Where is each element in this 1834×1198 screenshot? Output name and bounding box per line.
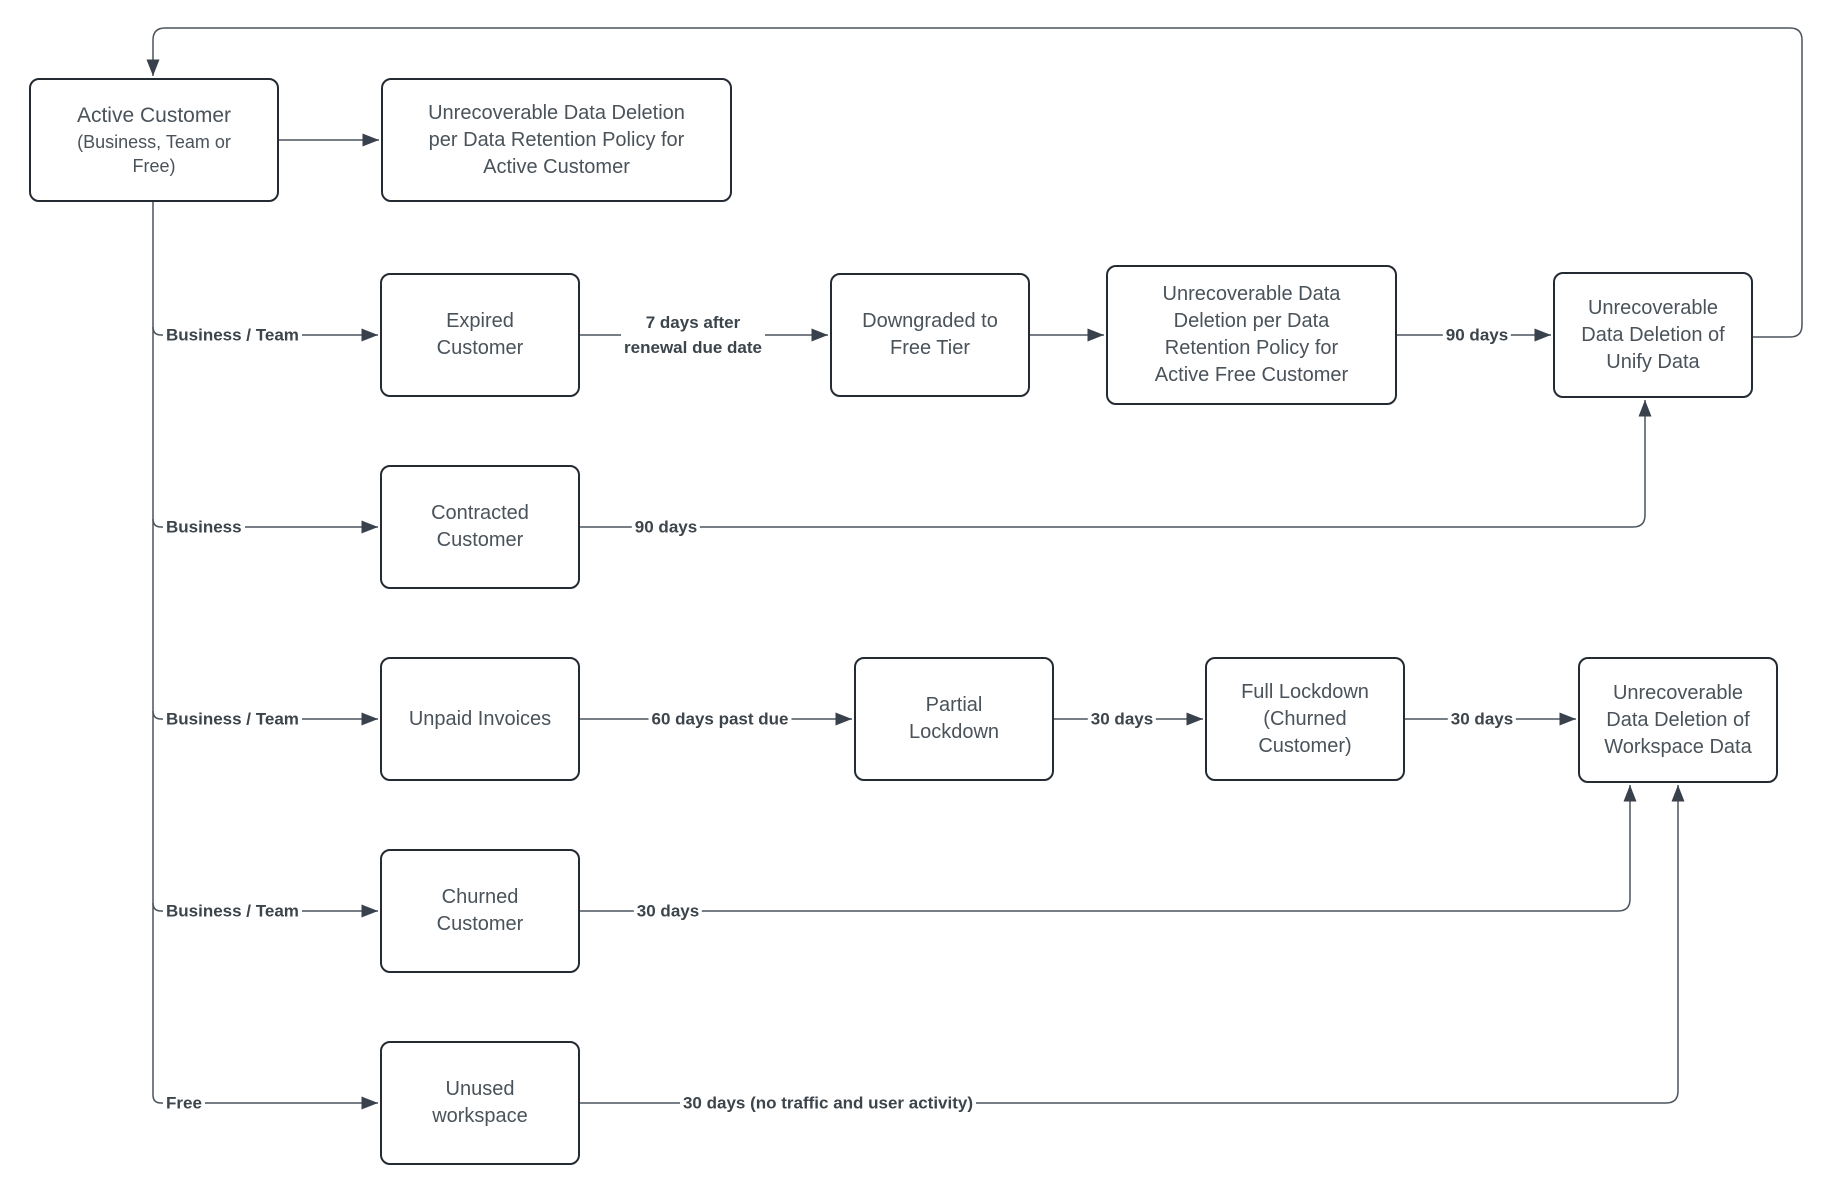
edge-branch-contracted	[152, 518, 378, 534]
edge-churned-to-workspace	[580, 785, 1637, 912]
edge-branch-expired	[152, 326, 378, 342]
node-active-customer: Active Customer (Business, Team or Free)	[29, 78, 279, 202]
edge-label-30-days-full-workspace: 30 days	[1447, 706, 1517, 732]
edge-label-90-days-activefree: 90 days	[1442, 322, 1512, 348]
edge-label-business-team-churned: Business / Team	[163, 898, 302, 924]
edge-contracted-to-unify	[580, 400, 1652, 528]
node-downgraded-free-tier: Downgraded to Free Tier	[830, 273, 1030, 397]
edge-branch-churned	[152, 902, 378, 918]
node-expired-customer: Expired Customer	[380, 273, 580, 397]
edge-branch-unpaid	[152, 710, 378, 726]
node-deletion-unify-data: Unrecoverable Data Deletion of Unify Dat…	[1553, 272, 1753, 398]
edge-label-90-days-contracted: 90 days	[631, 514, 701, 540]
edge-label-30-days-partial-full: 30 days	[1087, 706, 1157, 732]
node-unused-workspace: Unused workspace	[380, 1041, 580, 1165]
node-unpaid-invoices: Unpaid Invoices	[380, 657, 580, 781]
node-deletion-active-free-customer: Unrecoverable Data Deletion per Data Ret…	[1106, 265, 1397, 405]
node-contracted-customer: Contracted Customer	[380, 465, 580, 589]
node-deletion-active-customer: Unrecoverable Data Deletion per Data Ret…	[381, 78, 732, 202]
edge-label-business-contracted: Business	[163, 514, 245, 540]
edge-label-30-days-churned: 30 days	[633, 898, 703, 924]
edge-unify-to-active	[146, 27, 1803, 338]
edge-unused-to-workspace	[580, 785, 1685, 1104]
edge-label-7-days-after-renewal: 7 days after renewal due date	[621, 310, 765, 360]
node-deletion-workspace-data: Unrecoverable Data Deletion of Workspace…	[1578, 657, 1778, 783]
edge-label-business-team-unpaid: Business / Team	[163, 706, 302, 732]
edge-label-30-days-no-traffic: 30 days (no traffic and user activity)	[679, 1090, 977, 1116]
edge-label-60-days-past-due: 60 days past due	[648, 706, 792, 732]
node-partial-lockdown: Partial Lockdown	[854, 657, 1054, 781]
node-churned-customer: Churned Customer	[380, 849, 580, 973]
edge-label-free-unused: Free	[163, 1090, 205, 1116]
node-active-customer-title: Active Customer	[76, 104, 232, 127]
node-full-lockdown: Full Lockdown (Churned Customer)	[1205, 657, 1405, 781]
edge-label-business-team-expired: Business / Team	[163, 322, 302, 348]
edge-trunk-to-unused	[152, 202, 378, 1110]
node-active-customer-subtitle: (Business, Team or Free)	[77, 132, 231, 176]
